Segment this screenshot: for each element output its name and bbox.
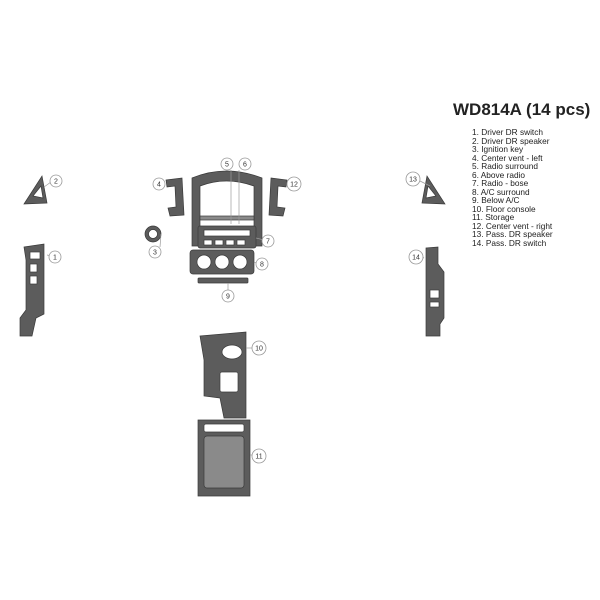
callout-1: 1 (48, 250, 62, 264)
svg-text:6: 6 (243, 162, 247, 169)
piece-pass-dr-switch (425, 246, 445, 337)
callout-4: 4 (152, 177, 166, 191)
legend-item: 1. Driver DR switch (472, 127, 543, 137)
piece-center-vent-left (165, 177, 185, 217)
legend-item: 6. Above radio (472, 169, 526, 180)
svg-text:1: 1 (53, 255, 57, 262)
piece-floor-console (199, 331, 247, 419)
piece-center-vent-right (268, 177, 288, 217)
svg-text:8: 8 (260, 262, 264, 269)
legend-item: 14. Pass. DR switch (472, 237, 547, 248)
parts-legend: 1. Driver DR switch 2. Driver DR speaker… (472, 128, 553, 247)
callout-12: 12 (286, 176, 302, 192)
svg-text:13: 13 (409, 177, 417, 184)
callout-14: 14 (408, 249, 424, 265)
legend-item: 7. Radio - bose (472, 178, 529, 188)
callout-6: 6 (238, 157, 252, 171)
svg-text:5: 5 (225, 162, 229, 169)
callout-2: 2 (49, 174, 63, 188)
kit-title: WD814A (14 pcs) (453, 100, 591, 119)
legend-item: 8. A/C surround (472, 186, 530, 197)
piece-storage (197, 419, 251, 497)
piece-ignition-key (144, 225, 162, 243)
legend-item: 11. Storage (472, 212, 515, 222)
svg-text:11: 11 (255, 454, 262, 461)
svg-text:9: 9 (226, 294, 230, 301)
legend-item: 4. Center vent - left (472, 152, 543, 163)
piece-driver-dr-speaker (23, 175, 48, 205)
svg-text:7: 7 (266, 239, 270, 246)
piece-below-ac (197, 277, 249, 284)
callout-13: 13 (405, 171, 421, 187)
callout-11: 11 (251, 448, 267, 464)
legend-item: 13. Pass. DR speaker (472, 229, 553, 239)
svg-text:14: 14 (412, 255, 420, 262)
callout-3: 3 (148, 245, 162, 259)
legend-item: 10. Floor console (472, 203, 536, 214)
svg-text:12: 12 (290, 182, 298, 189)
callout-10: 10 (251, 340, 267, 356)
svg-text:4: 4 (157, 182, 161, 189)
legend-item: 3. Ignition key (472, 144, 524, 154)
piece-pass-dr-speaker (421, 175, 446, 205)
callout-5: 5 (220, 157, 234, 171)
piece-driver-dr-switch (19, 243, 45, 337)
piece-ac-surround (189, 249, 255, 275)
callout-9: 9 (221, 289, 235, 303)
callout-7: 7 (261, 234, 275, 248)
svg-text:2: 2 (54, 179, 58, 186)
legend-item: 2. Driver DR speaker (472, 135, 550, 146)
svg-text:3: 3 (153, 250, 157, 257)
legend-item: 9. Below A/C (472, 195, 520, 205)
legend-item: 5. Radio surround (472, 161, 538, 171)
callout-8: 8 (255, 257, 269, 271)
piece-radio-bose (197, 225, 257, 249)
legend-item: 12. Center vent - right (472, 220, 553, 231)
svg-text:10: 10 (255, 346, 263, 353)
